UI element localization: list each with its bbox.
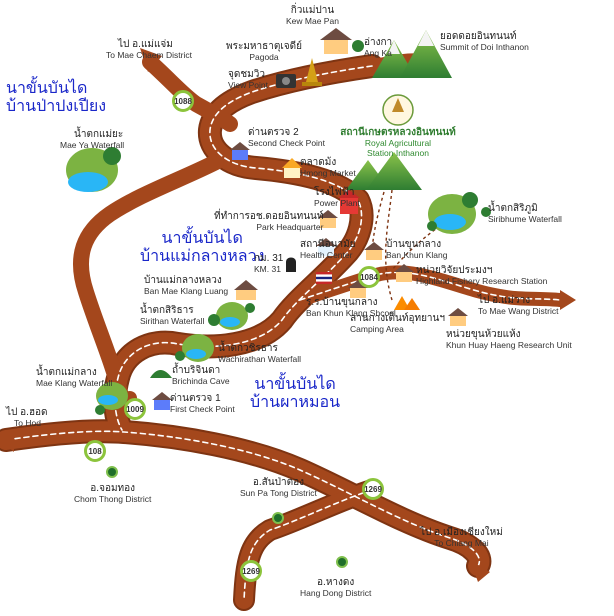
route-marker-1269-south: 1269 [240,560,262,582]
sirithan-waterfall-icon [216,302,248,330]
hmong-mountain-icon [346,152,422,190]
royal-station-seal-icon [382,94,414,126]
power-plant-icon [338,190,360,214]
park-hq-house-icon [318,210,338,228]
label-chiang-mai: ไป อ.เมืองเชียงใหม่To Chiang Mai [420,527,503,549]
label-park-hq: ที่ทำการอช.ดอยอินทนนท์Park Headquarter [214,211,324,233]
route-marker-1088: 1088 [172,90,194,112]
km31-marker-icon [286,257,296,272]
label-summit: ยอดดอยอินทนนท์Summit of Doi Inthanon [440,31,529,53]
wachirathan-waterfall-icon [182,334,214,362]
label-royal-station: สถานีเกษตรหลวงอินทนนท์ Royal Agricultura… [340,127,456,159]
pagoda-icon [302,58,322,86]
camping-tent-icon [394,296,420,310]
ban-mae-klang-luang-house-icon [234,280,258,300]
fishery-house-icon [394,264,414,282]
label-pagoda: พระมหาธาตุเจดีย์Pagoda [226,41,302,63]
route-marker-1009: 1009 [124,398,146,420]
health-center-house-icon [316,238,336,256]
tree-icons [95,207,491,415]
route-marker-1084: 1084 [358,266,380,288]
region-label-mae-klang-luang: นาขั้นบันได บ้านแม่กลางหลวง [140,230,265,265]
region-label-pa-pong-piang: นาขั้นบันได บ้านป่าปงเปียง [6,80,106,115]
first-check-house-icon [152,392,172,410]
second-check-house-icon [230,142,250,160]
brichinda-cave-icon [150,370,172,378]
kew-mae-pan-house-icon [320,28,364,54]
camera-icon [276,74,296,88]
road-1088 [142,54,238,132]
road-west-loop [72,154,224,408]
thai-flag-school-icon [316,272,332,284]
ban-khun-klang-house-icon [364,242,384,260]
route-marker-108: 108 [84,440,106,462]
summit-mountain-icon [372,30,452,78]
label-siribhume: น้ำตกสิริภูมิSiribhume Waterfall [488,203,562,225]
road-arrows [0,48,576,582]
siribhume-waterfall-icon [428,192,478,234]
huay-haeng-house-icon [448,308,468,326]
district-dot-sun-pa-tong [272,512,284,524]
district-dot-chom-thong [106,466,118,478]
mae-ya-waterfall-icon [66,147,121,192]
hmong-market-house-icon [282,158,302,178]
mae-klang-waterfall-icon [96,382,128,410]
route-marker-1269-east: 1269 [362,478,384,500]
region-label-pha-mon: นาขั้นบันได บ้านผาหมอน [250,376,341,411]
district-dot-hang-dong [336,556,348,568]
